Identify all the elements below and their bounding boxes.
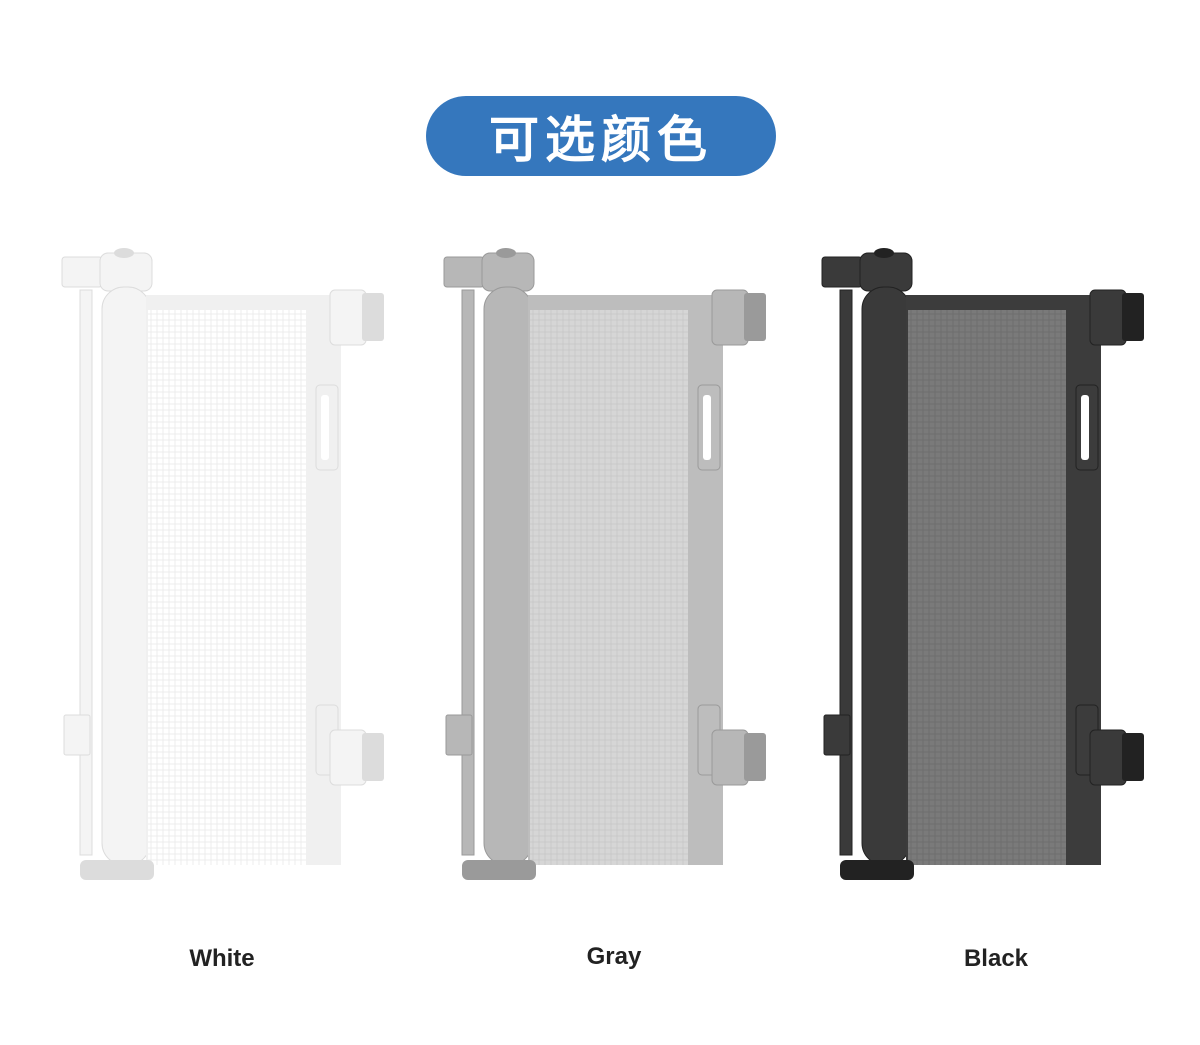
rail-clip bbox=[823, 714, 851, 756]
top-wall-plate bbox=[362, 293, 384, 341]
handle-slot bbox=[703, 395, 711, 460]
bottom-bracket bbox=[711, 729, 749, 786]
top-wall-plate bbox=[744, 293, 766, 341]
side-rail bbox=[461, 289, 475, 856]
rail-clip bbox=[445, 714, 473, 756]
top-cap bbox=[61, 256, 103, 288]
bottom-bracket bbox=[329, 729, 367, 786]
header-title: 可选颜色 bbox=[489, 111, 713, 169]
side-rail bbox=[79, 289, 93, 856]
bottom-wall-plate bbox=[1122, 733, 1144, 781]
gate-image-gray bbox=[440, 245, 780, 885]
base-foot bbox=[840, 860, 914, 880]
bottom-wall-plate bbox=[744, 733, 766, 781]
housing-knob bbox=[874, 248, 894, 258]
roller-tube bbox=[483, 286, 533, 866]
mesh-panel bbox=[530, 310, 688, 865]
base-foot bbox=[462, 860, 536, 880]
gate-image-white bbox=[58, 245, 398, 885]
mesh-panel bbox=[908, 310, 1066, 865]
color-label-black: Black bbox=[963, 945, 1029, 972]
top-bracket bbox=[1089, 289, 1127, 346]
top-cap bbox=[443, 256, 485, 288]
color-label-gray: Gray bbox=[586, 943, 642, 970]
rail-clip bbox=[63, 714, 91, 756]
housing bbox=[859, 252, 913, 292]
housing-knob bbox=[114, 248, 134, 258]
top-cap bbox=[821, 256, 863, 288]
housing bbox=[481, 252, 535, 292]
top-bracket bbox=[329, 289, 367, 346]
base-foot bbox=[80, 860, 154, 880]
top-bracket bbox=[711, 289, 749, 346]
bottom-wall-plate bbox=[362, 733, 384, 781]
color-label-white: White bbox=[189, 945, 255, 972]
header-badge: 可选颜色 bbox=[426, 96, 776, 176]
gate-image-black bbox=[818, 245, 1158, 885]
handle-slot bbox=[321, 395, 329, 460]
gate-drawing bbox=[61, 248, 384, 880]
gate-drawing bbox=[821, 248, 1144, 880]
housing bbox=[99, 252, 153, 292]
top-wall-plate bbox=[1122, 293, 1144, 341]
gate-drawing bbox=[443, 248, 766, 880]
handle-slot bbox=[1081, 395, 1089, 460]
roller-tube bbox=[101, 286, 151, 866]
housing-knob bbox=[496, 248, 516, 258]
mesh-panel bbox=[148, 310, 306, 865]
side-rail bbox=[839, 289, 853, 856]
roller-tube bbox=[861, 286, 911, 866]
bottom-bracket bbox=[1089, 729, 1127, 786]
